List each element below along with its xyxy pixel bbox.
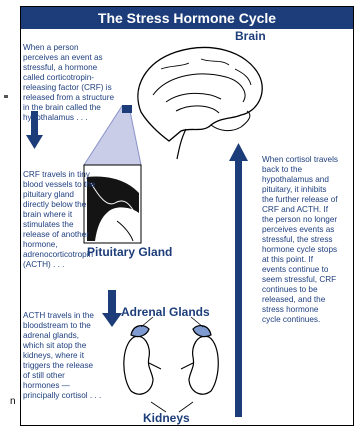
label-brain: Brain bbox=[235, 29, 266, 43]
hypothalamus-marker bbox=[122, 105, 132, 113]
label-pituitary-gland: Pituitary Gland bbox=[87, 245, 172, 259]
feedback-arrow bbox=[229, 143, 248, 417]
diagram-frame: The Stress Hormone Cycle bbox=[20, 6, 354, 426]
edge-mark bbox=[4, 95, 8, 98]
label-adrenal-glands: Adrenal Glands bbox=[121, 305, 210, 319]
label-kidneys: Kidneys bbox=[143, 411, 190, 425]
edge-text-fragment: n bbox=[10, 396, 16, 407]
arrow-pituitary-to-adrenal bbox=[102, 290, 122, 327]
kidneys-illustration bbox=[124, 326, 218, 395]
brain-illustration bbox=[138, 48, 262, 159]
